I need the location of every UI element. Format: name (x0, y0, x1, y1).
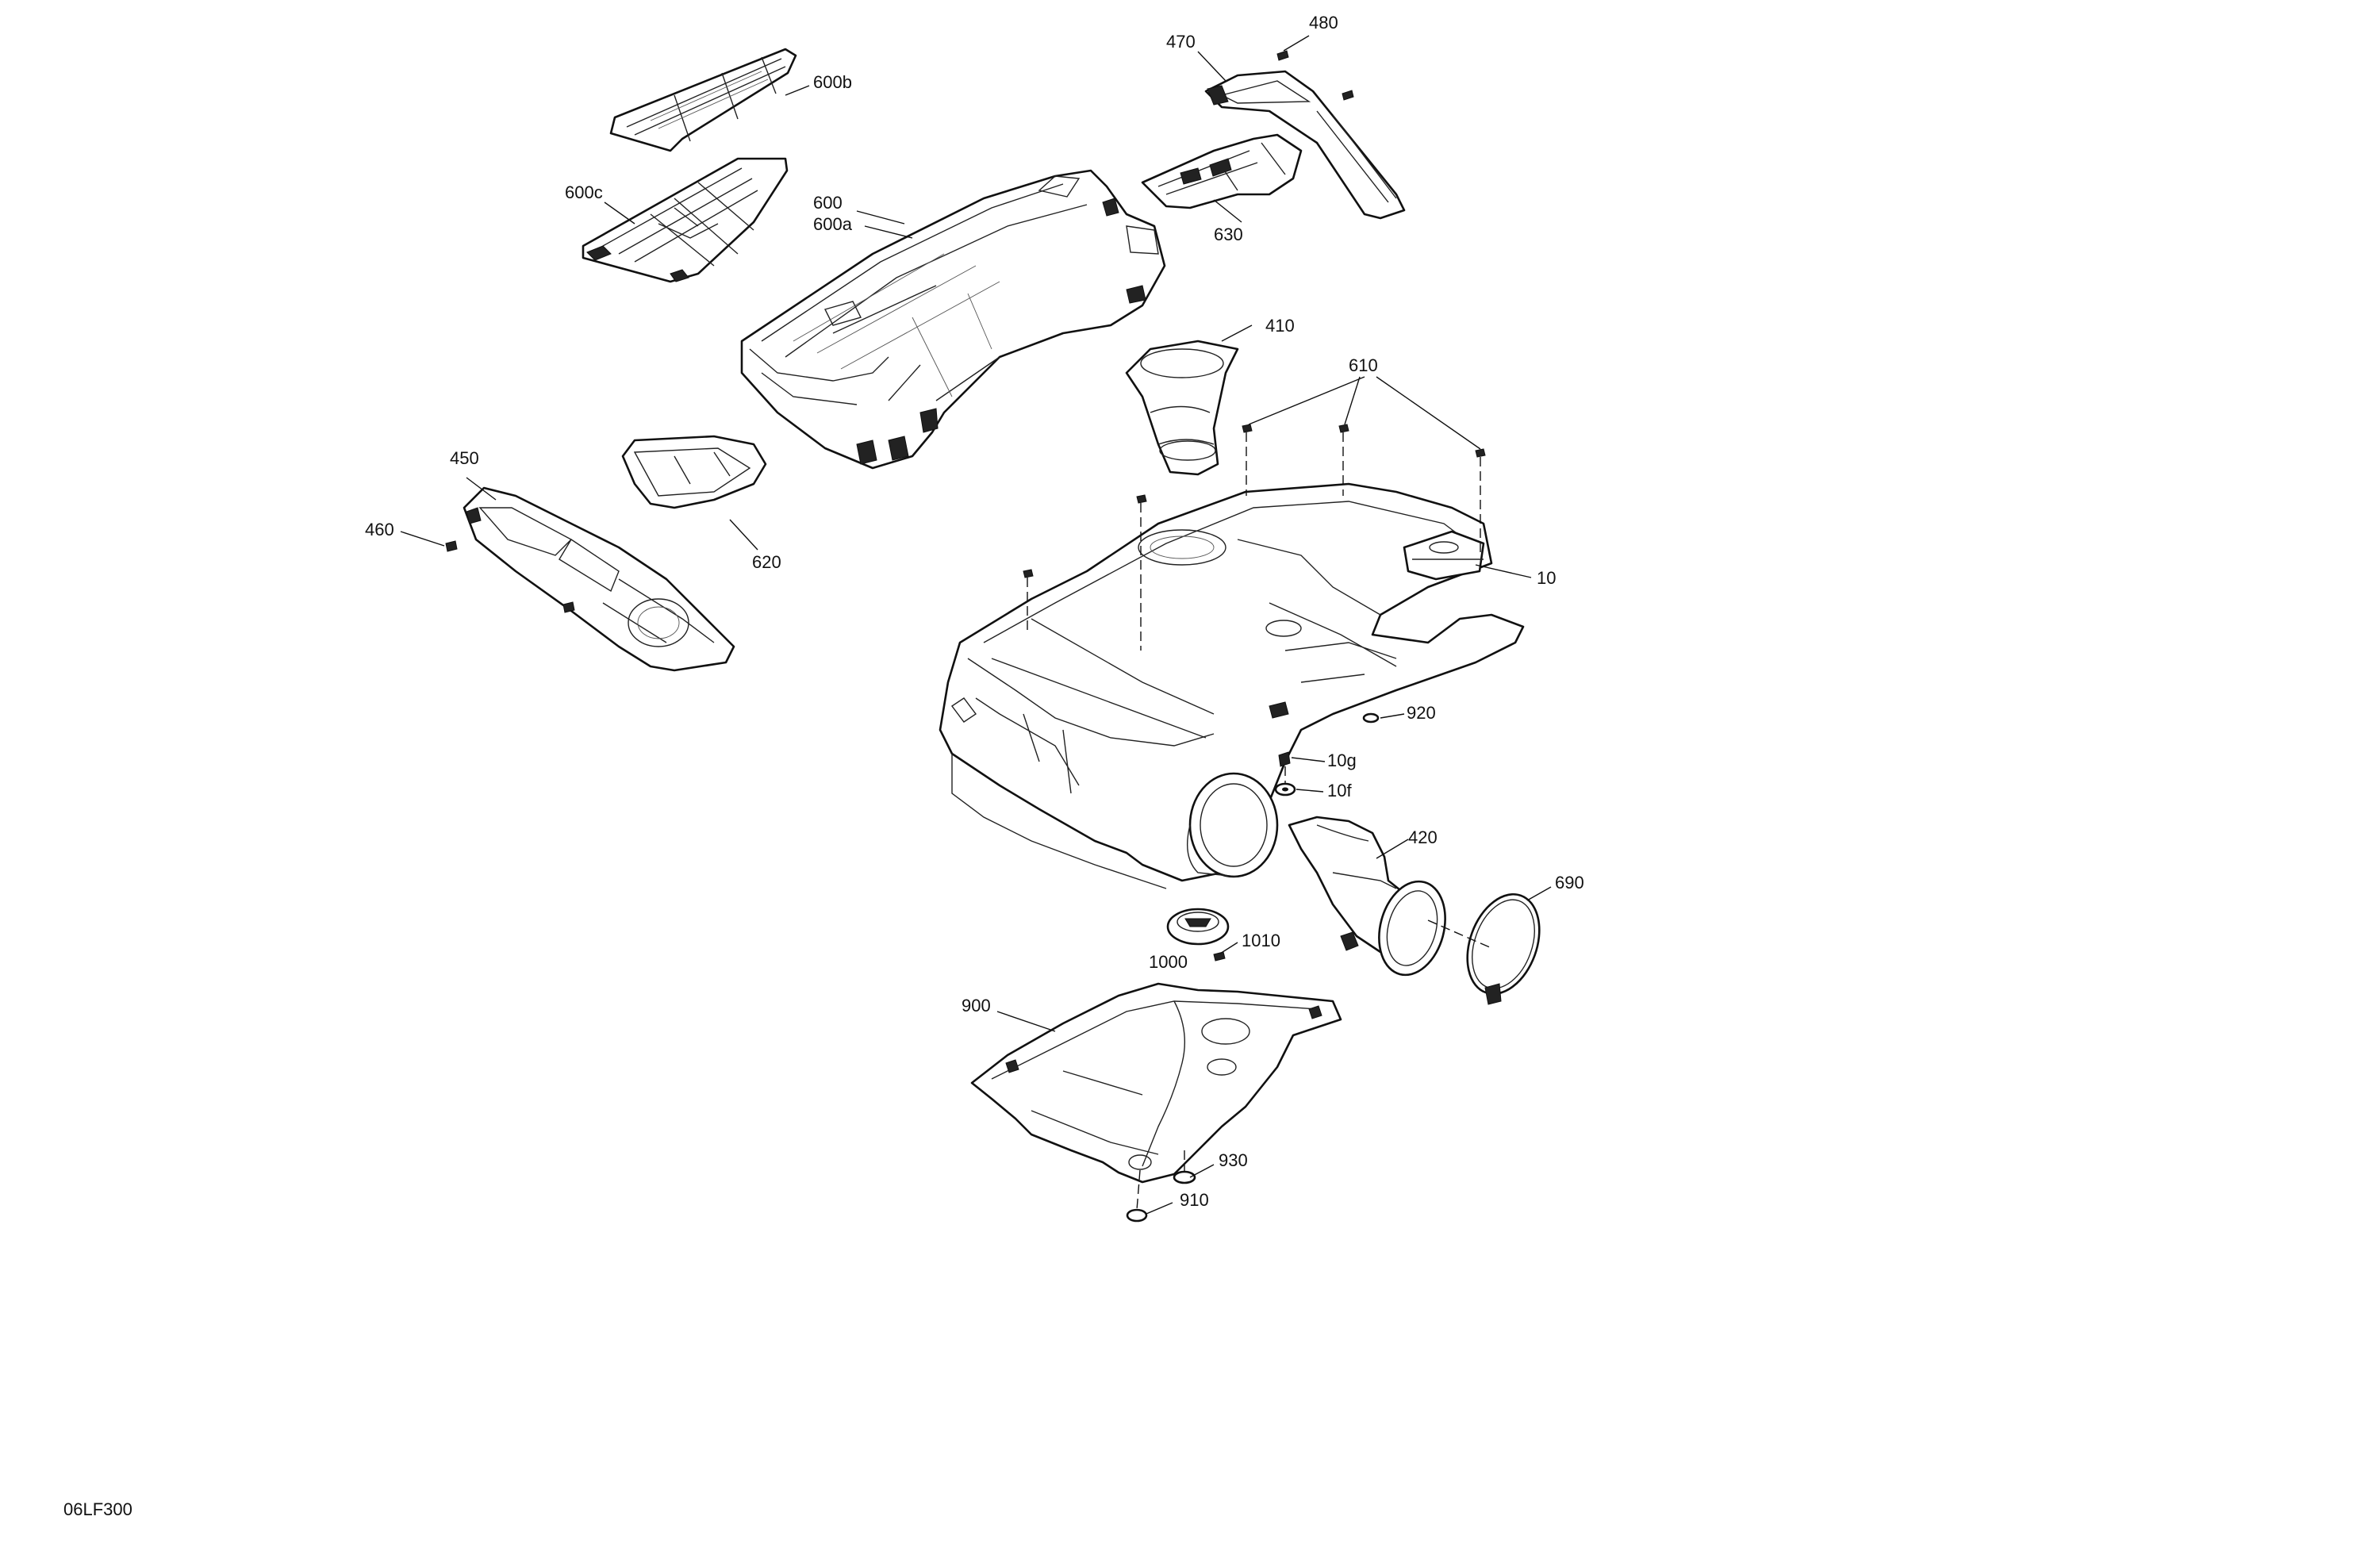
drawing-code: 06LF300 (63, 1499, 132, 1519)
callout-10f: 10f (1327, 781, 1352, 800)
callout-900: 900 (962, 996, 991, 1015)
part-690-clamp (1466, 892, 1541, 1005)
callout-480: 480 (1309, 13, 1338, 33)
part-450-vent-cover (463, 486, 735, 672)
callout-600: 600 (813, 193, 843, 213)
callout-600b: 600b (813, 72, 852, 92)
callout-620: 620 (752, 552, 781, 572)
callout-920: 920 (1407, 703, 1436, 723)
callout-460: 460 (365, 520, 394, 539)
callout-600c: 600c (565, 182, 603, 202)
part-1000-cap (1166, 908, 1230, 946)
callout-470: 470 (1166, 32, 1196, 52)
part-420-boot (1288, 816, 1446, 977)
part-620-duct (621, 435, 767, 509)
part-410-boot (1125, 340, 1239, 476)
callout-930: 930 (1219, 1150, 1248, 1170)
part-600c-filter (582, 157, 789, 283)
callout-10: 10 (1537, 568, 1556, 588)
part-600b-cover (609, 48, 797, 152)
callout-1000: 1000 (1149, 952, 1188, 972)
callout-600a: 600a (813, 214, 853, 234)
callout-450: 450 (450, 448, 479, 468)
callout-420: 420 (1408, 827, 1438, 847)
callout-labels: 470 480 600b 600c 600 600a 630 410 610 4… (365, 13, 1584, 1210)
fasteners (445, 50, 1486, 1223)
callout-630: 630 (1214, 225, 1243, 244)
part-470-vent-cover (1204, 70, 1406, 220)
part-630-duct (1141, 133, 1303, 209)
callout-1010: 1010 (1242, 931, 1280, 950)
callout-690: 690 (1555, 873, 1584, 892)
callout-10g: 10g (1327, 750, 1357, 770)
callout-410: 410 (1265, 316, 1295, 336)
part-10-airbox (939, 482, 1525, 889)
part-600-intake-housing (740, 169, 1166, 470)
leader-lines (400, 35, 1552, 1215)
callout-610: 610 (1349, 355, 1378, 375)
part-900-shield (970, 982, 1342, 1184)
callout-910: 910 (1180, 1190, 1209, 1210)
